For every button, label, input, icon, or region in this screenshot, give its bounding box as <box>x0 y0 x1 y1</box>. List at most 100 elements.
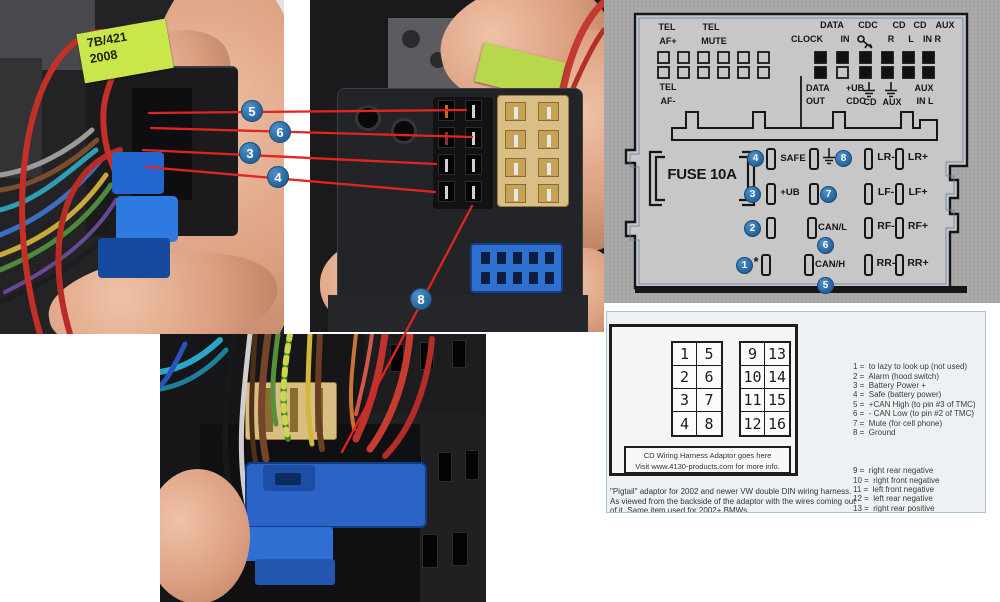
tan-connector-slot <box>265 388 273 432</box>
pin-definition: 13 = right rear positive <box>853 503 935 513</box>
label-lr-minus: LR- <box>877 151 895 163</box>
pin-definition: 9 = right rear negative <box>853 466 934 476</box>
label-tel-mute: MUTE <box>701 36 727 46</box>
pin-definition: 7 = Mute (for cell phone) <box>853 418 943 428</box>
power-pin-block <box>433 97 493 209</box>
label-data-clock: DATA <box>820 20 844 30</box>
pin-cell: 7 <box>697 389 721 412</box>
label-aux-in-l: IN L <box>916 96 934 106</box>
label-cd-r: R <box>887 34 895 44</box>
label-lr-plus: LR+ <box>907 151 929 163</box>
pin-definition: 10 = right front negative <box>853 475 940 485</box>
blue-latch <box>263 465 315 491</box>
pin-definition: 2 = Alarm (hood switch) <box>853 371 940 381</box>
label-rr-plus: RR+ <box>907 257 929 269</box>
pin-cell: 11 <box>741 389 765 412</box>
photo-harness-connector-front: 7B/421 2008 <box>0 0 284 334</box>
label-rf-minus: RF- <box>877 220 895 232</box>
pin-cell: 9 <box>741 343 765 366</box>
scan-callout-5: 5 <box>817 277 834 294</box>
label-star: * <box>753 254 759 269</box>
label-ub-cdc: +UB <box>845 83 865 93</box>
pin-cell: 4 <box>673 412 697 435</box>
guide-hole <box>355 105 381 131</box>
pin-cell: 1 <box>673 343 697 366</box>
key-icon <box>857 35 873 49</box>
pin-definition: 11 = left front negative <box>853 485 935 495</box>
callout-4: 4 <box>267 166 289 188</box>
callout-6: 6 <box>269 121 291 143</box>
label-rr-minus: RR- <box>876 257 896 269</box>
pin-definition: 4 = Safe (battery power) <box>853 390 942 400</box>
finger <box>160 469 250 602</box>
blue-connector-tab <box>255 559 335 585</box>
pin-cell: 16 <box>767 414 787 433</box>
label-aux-in-r: IN R <box>923 34 941 44</box>
speaker-pin-block <box>497 95 569 207</box>
callout-8: 8 <box>410 288 432 310</box>
housing-base <box>328 295 588 332</box>
blue-connector-part <box>116 196 178 242</box>
pin-definition: 5 = +CAN High (to pin #3 of TMC) <box>853 399 976 409</box>
blue-mini-connector <box>470 243 563 293</box>
blue-connector-part <box>98 238 170 278</box>
pin-cell: 12 <box>741 412 765 435</box>
label-gnd-aux: AUX <box>882 97 902 107</box>
blue-connector-part <box>112 152 164 194</box>
pin-definition: 8 = Ground <box>853 428 896 438</box>
pin-definition: 3 = Battery Power + <box>853 381 926 391</box>
pin-cell: 8 <box>704 414 714 433</box>
note-line: Visit www.4130-products.com for more inf… <box>635 462 780 471</box>
label-data-clock: CLOCK <box>791 34 823 44</box>
scan-callout-2: 2 <box>744 220 761 237</box>
pin-definition: 6 = - CAN Low (to pin #2 of TMC) <box>853 409 975 419</box>
pin-cell: 13 <box>765 343 789 366</box>
pin-cell: 2 <box>673 366 697 389</box>
photo-quadlock-rear <box>310 0 604 332</box>
label-cd-l: L <box>908 34 914 44</box>
pin-definitions-1-8: 1 = to lazy to look up (not used)2 = Ala… <box>853 334 985 438</box>
label-cd-l: CD <box>913 20 927 30</box>
label-can-l: CAN/L <box>818 222 848 233</box>
scan-callout-6: 6 <box>817 237 834 254</box>
label-gnd-cd: CD <box>863 97 877 107</box>
photo-harness-wires <box>160 334 486 602</box>
scan-callout-4: 4 <box>747 150 764 167</box>
label-aux-in-l: AUX <box>914 83 934 93</box>
label-cdc-in: IN <box>840 34 850 44</box>
background-hole <box>402 30 420 48</box>
pin-cell: 14 <box>765 366 789 389</box>
pin-cell: 3 <box>673 389 697 412</box>
label-cdc-in: CDC <box>858 20 878 30</box>
label-aux-in-r: AUX <box>935 20 955 30</box>
label-ub-cdc: CDC <box>846 96 866 106</box>
pigtail-footnote: "Pigtail" adaptor for 2002 and newer VW … <box>610 487 856 513</box>
tan-connector-slot <box>290 388 298 432</box>
label-lf-plus: LF+ <box>908 186 928 198</box>
label-tel-af-minus: TEL <box>659 82 677 92</box>
pin-cell: 10 <box>741 366 765 389</box>
callout-5: 5 <box>241 100 263 122</box>
scan-callout-8: 8 <box>835 150 852 167</box>
note-line: CD Wiring Harness Adaptor goes here <box>643 451 772 460</box>
scan-callout-1: 1 <box>736 257 753 274</box>
label-data-out: DATA <box>806 83 830 93</box>
pin-cell: 5 <box>697 343 721 366</box>
label-can-h: CAN/H <box>815 259 846 270</box>
pin-cell: 6 <box>697 366 721 389</box>
wire-bundle <box>0 29 124 334</box>
pin-definition: 12 = left rear negative <box>853 494 933 504</box>
label-safe: SAFE <box>780 153 806 164</box>
label-cd-r: CD <box>892 20 906 30</box>
label-tel-mute: TEL <box>702 22 720 32</box>
label-lf-minus: LF- <box>877 186 895 198</box>
scan-callout-3: 3 <box>744 186 761 203</box>
pinout-diagram-scan: TEL AF+ TEL MUTE TEL AF- DATA CLOCK CDC … <box>604 0 1000 303</box>
label-tel-af-plus: TEL <box>658 22 676 32</box>
label-tel-af-minus: AF- <box>660 96 676 106</box>
